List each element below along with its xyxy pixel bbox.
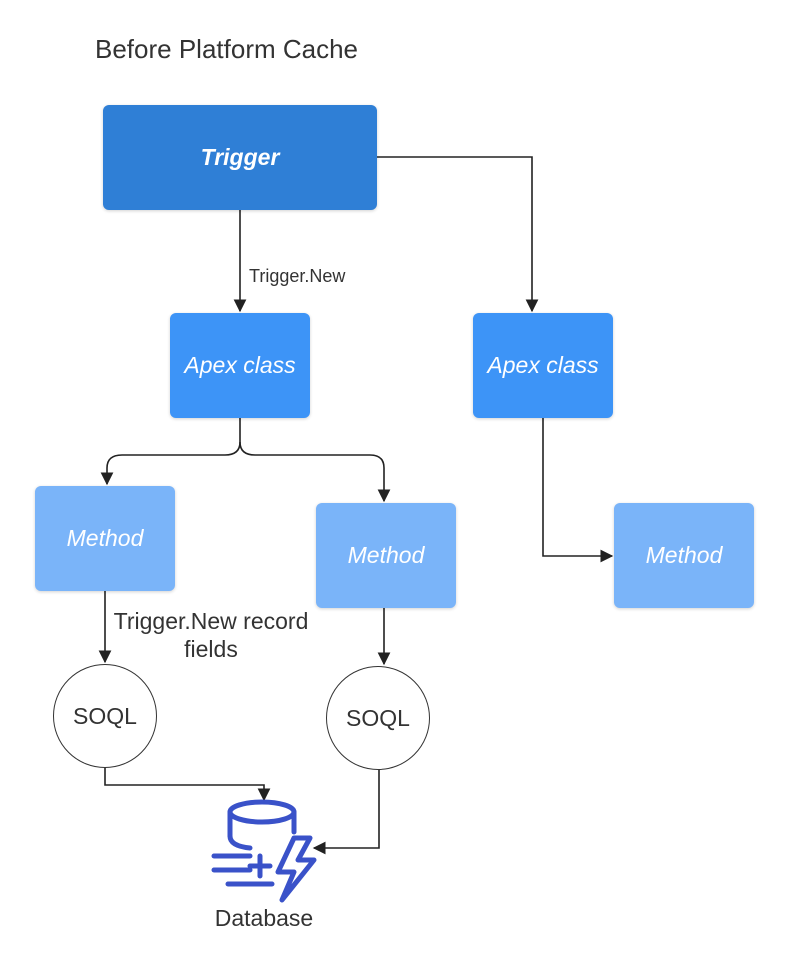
edge-label-trigger-new: Trigger.New	[247, 266, 348, 287]
trigger-node: Trigger	[103, 105, 377, 210]
edge-apex-to-method-left	[100, 418, 241, 486]
edge-trigger-to-apex-right	[377, 156, 539, 313]
edge-label-record-fields: Trigger.New record fields	[113, 608, 309, 662]
soql-node-left: SOQL	[53, 664, 157, 768]
database-lightning-icon	[211, 799, 317, 903]
diagram-title: Before Platform Cache	[95, 34, 359, 64]
soql-node-middle: SOQL	[326, 666, 430, 770]
edge-apex-to-method-right	[542, 418, 614, 563]
method-node-middle: Method	[316, 503, 456, 608]
edge-soql-left-to-database	[104, 768, 271, 802]
edge-apex-to-method-middle	[239, 441, 391, 503]
method-node-right: Method	[614, 503, 754, 608]
database-label: Database	[214, 905, 314, 931]
edge-soql-middle-to-database	[312, 770, 380, 855]
apex-class-node-right: Apex class	[473, 313, 613, 418]
apex-class-node-left: Apex class	[170, 313, 310, 418]
method-node-left: Method	[35, 486, 175, 591]
